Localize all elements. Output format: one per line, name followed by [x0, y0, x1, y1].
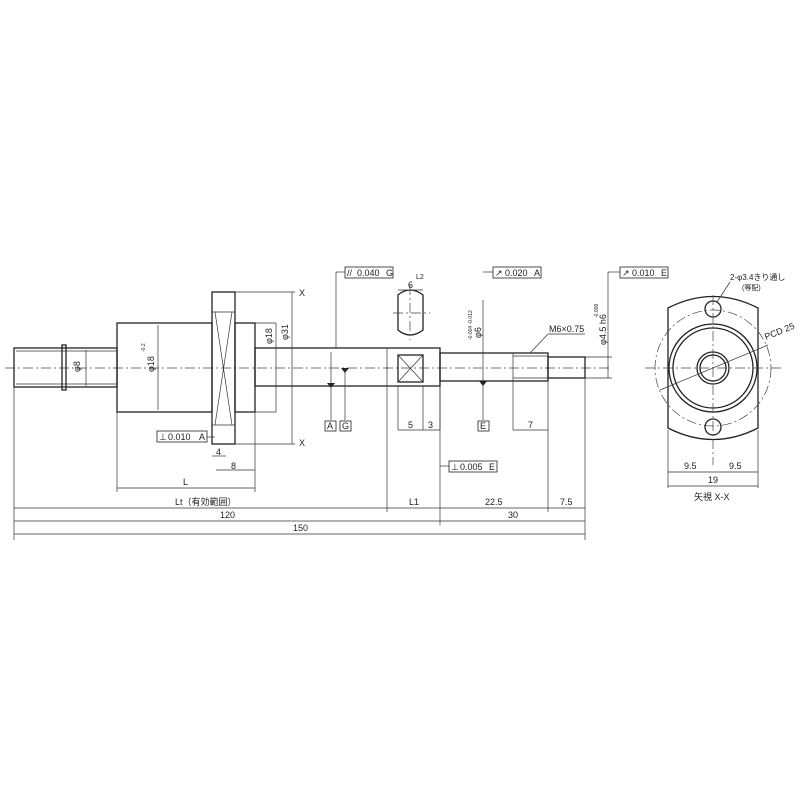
dim-L1: L1: [409, 497, 419, 507]
svg-text:⊥: ⊥: [159, 432, 167, 442]
svg-text:↗: ↗: [495, 268, 503, 278]
svg-text:0.010: 0.010: [632, 268, 655, 278]
holes-note: (等配): [742, 283, 761, 292]
dim-120: 120: [220, 510, 235, 520]
dim-22-5: 22.5: [485, 497, 503, 507]
svg-text:↗: ↗: [622, 268, 630, 278]
svg-text://: //: [347, 268, 353, 278]
dim-Lt: Lt（有効範囲）: [175, 496, 237, 507]
left-shaft-end: φ8: [13, 344, 118, 391]
svg-text:E: E: [661, 268, 667, 278]
dim-L: L: [183, 477, 188, 487]
tolerance-perp-flange: ⊥ 0.010 A: [156, 430, 215, 443]
tolerance-parallel-g: // 0.040 G: [335, 266, 394, 348]
dim-150: 150: [293, 523, 308, 533]
dim-w7: 7: [528, 420, 533, 430]
svg-text:⊥: ⊥: [451, 462, 459, 472]
section-x-bottom: X: [299, 438, 305, 448]
dim-9-5-right: 9.5: [729, 461, 742, 471]
datum-g: G: [342, 421, 349, 431]
svg-text:0.020: 0.020: [505, 268, 528, 278]
svg-text:G: G: [386, 268, 393, 278]
dim-L2: L2: [416, 274, 424, 281]
thread-spec: M6×0.75: [549, 324, 584, 334]
datum-a: A: [327, 421, 333, 431]
svg-text:0.040: 0.040: [357, 268, 380, 278]
svg-text:A: A: [534, 268, 540, 278]
datum-e: E: [480, 421, 486, 431]
dim-d31: φ31: [280, 324, 290, 340]
svg-text:A: A: [199, 432, 205, 442]
dim-d4-5-tol: -0.008: [594, 304, 600, 318]
ball-nut: φ18 -0.2 φ18 φ31 X X 4 8 L ⊥ 0.010 A: [116, 288, 305, 492]
flange-end-view: PCD 25 2-φ3.4きり通し (等配) 9.5 9.5 19 矢視 X-X: [645, 272, 796, 502]
dim-w5: 5: [408, 420, 413, 430]
dim-9-5-left: 9.5: [684, 461, 697, 471]
tolerance-runout-a: ↗ 0.020 A: [483, 266, 542, 279]
holes-label: 2-φ3.4きり通し: [730, 272, 785, 282]
dim-d4-5: φ4.5 h6: [598, 314, 608, 345]
dim-d18-nut: φ18: [146, 356, 156, 372]
view-label: 矢視 X-X: [694, 491, 730, 502]
dim-30: 30: [508, 510, 518, 520]
section-x-top: X: [299, 288, 305, 298]
length-dimensions: Lt（有効範囲） L1 22.5 7.5 120 30 150: [13, 378, 586, 540]
dim-d18-flange: φ18: [264, 328, 274, 344]
support-end: φ6 -0.004 -0.012 E ↗ 0.020 A M6×0.75 φ4.…: [439, 266, 669, 473]
dim-w3: 3: [428, 420, 433, 430]
tolerance-runout-e: ↗ 0.010 E: [608, 266, 669, 279]
screw-shaft: A G // 0.040 G 6 L2 5 3: [254, 266, 441, 432]
dim-d6-tol: -0.004 -0.012: [468, 310, 474, 340]
dim-7-5: 7.5: [560, 497, 573, 507]
dim-d8: φ8: [72, 361, 82, 372]
tolerance-perp-shoulder: ⊥ 0.005 E: [440, 460, 498, 473]
pcd-label: PCD 25: [763, 321, 796, 342]
dim-d18-tol: -0.2: [141, 343, 147, 352]
dim-w4: 4: [216, 447, 221, 457]
dim-w8: 8: [231, 461, 236, 471]
dim-w6: 6: [408, 280, 413, 290]
dim-d6: φ6: [473, 327, 483, 338]
dim-19: 19: [708, 475, 718, 485]
svg-text:0.010: 0.010: [168, 432, 191, 442]
svg-text:E: E: [489, 462, 495, 472]
svg-text:0.005: 0.005: [460, 462, 483, 472]
